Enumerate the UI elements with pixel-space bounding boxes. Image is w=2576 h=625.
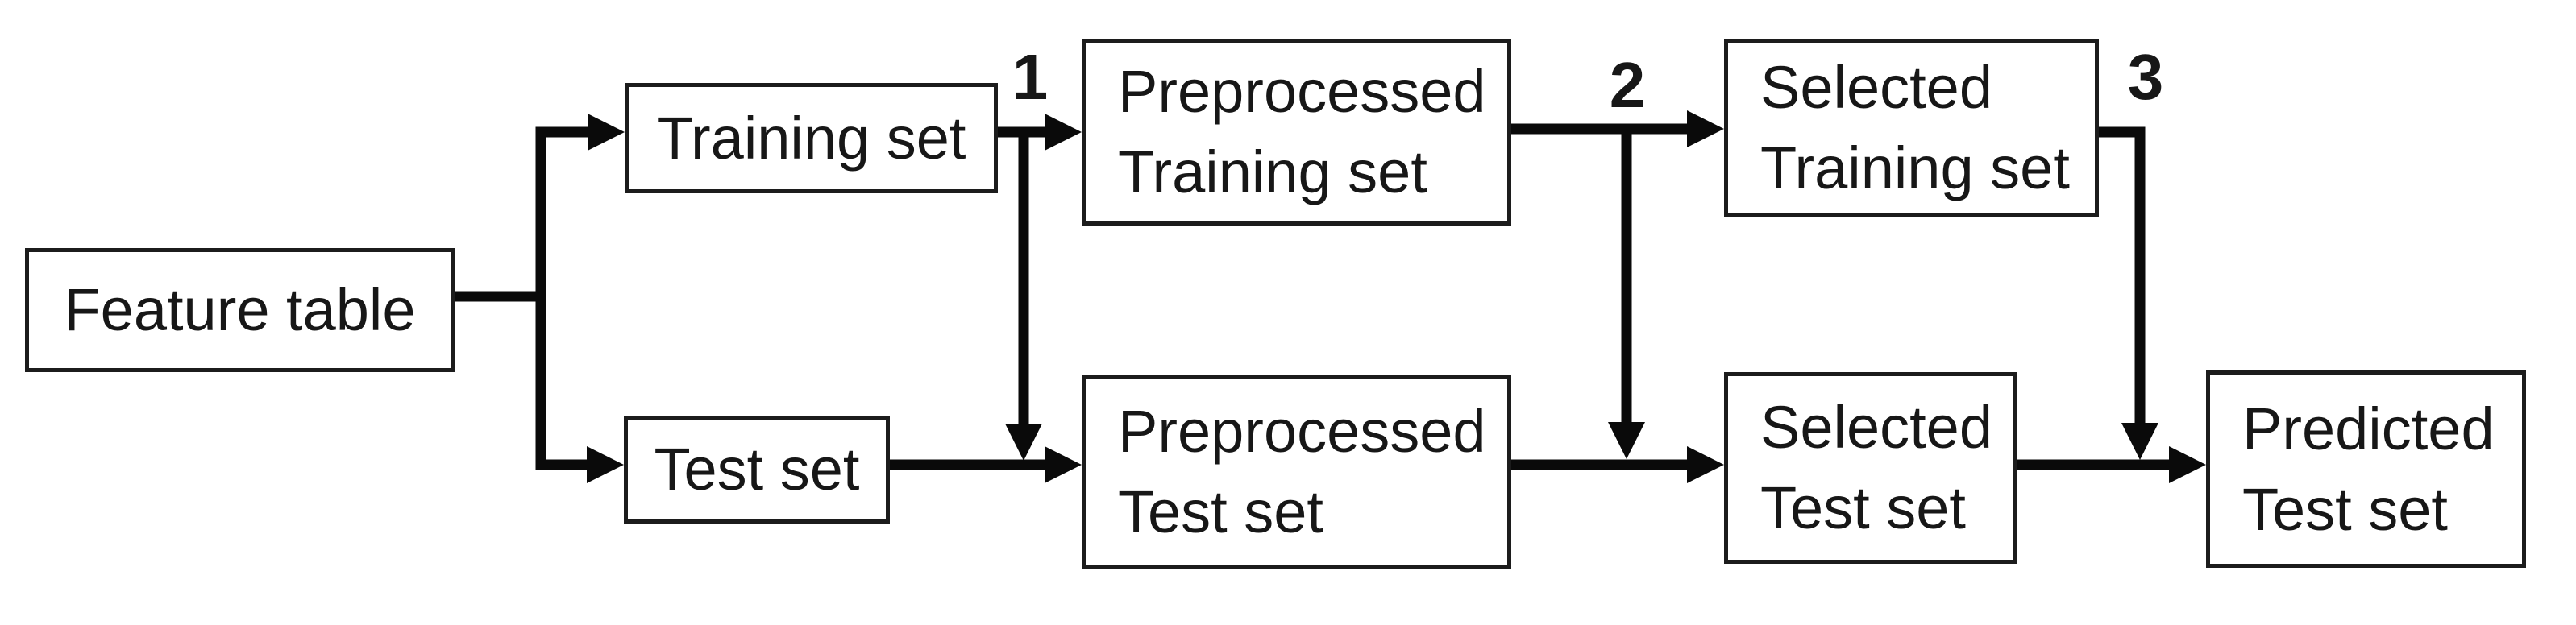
arrowhead-dropline-1 bbox=[1005, 424, 1042, 461]
connector-dropline-3 bbox=[2099, 126, 2146, 423]
arrowhead-into-selected-training bbox=[1687, 110, 1724, 147]
node-preprocessed-training-set-label: Preprocessed Training set bbox=[1118, 58, 1486, 205]
arrowhead-into-training-set bbox=[588, 114, 625, 151]
node-predicted-test-set-label: Predicted Test set bbox=[2242, 395, 2495, 543]
node-selected-training-set-label: Selected Training set bbox=[1760, 53, 2070, 201]
node-test-set-label: Test set bbox=[654, 436, 860, 503]
arrowhead-into-preprocessed-training bbox=[1045, 114, 1082, 151]
step-label-1: 1 bbox=[1012, 41, 1049, 113]
node-training-set: Training set bbox=[625, 83, 998, 193]
node-test-set: Test set bbox=[624, 416, 890, 524]
node-selected-test-set-label: Selected Test set bbox=[1760, 394, 1992, 541]
arrowhead-into-predicted-test bbox=[2169, 446, 2206, 483]
node-predicted-test-set: Predicted Test set bbox=[2206, 370, 2526, 568]
node-preprocessed-training-set: Preprocessed Training set bbox=[1082, 39, 1511, 226]
node-preprocessed-test-set: Preprocessed Test set bbox=[1082, 375, 1511, 569]
node-feature-table-label: Feature table bbox=[64, 276, 416, 343]
arrowhead-dropline-3 bbox=[2121, 423, 2158, 460]
step-label-3: 3 bbox=[2127, 41, 2164, 113]
arrowhead-dropline-2 bbox=[1608, 422, 1645, 459]
node-selected-training-set: Selected Training set bbox=[1724, 39, 2099, 217]
step-label-2: 2 bbox=[1609, 49, 1646, 121]
arrowhead-into-test-set bbox=[587, 446, 624, 483]
connector-split-bracket bbox=[535, 126, 588, 470]
node-training-set-label: Training set bbox=[656, 104, 966, 172]
node-preprocessed-test-set-label: Preprocessed Test set bbox=[1118, 398, 1486, 545]
arrowhead-into-selected-test bbox=[1687, 446, 1724, 483]
arrowhead-into-preprocessed-test bbox=[1045, 446, 1082, 483]
node-feature-table: Feature table bbox=[25, 248, 455, 372]
node-selected-test-set: Selected Test set bbox=[1724, 372, 2017, 564]
